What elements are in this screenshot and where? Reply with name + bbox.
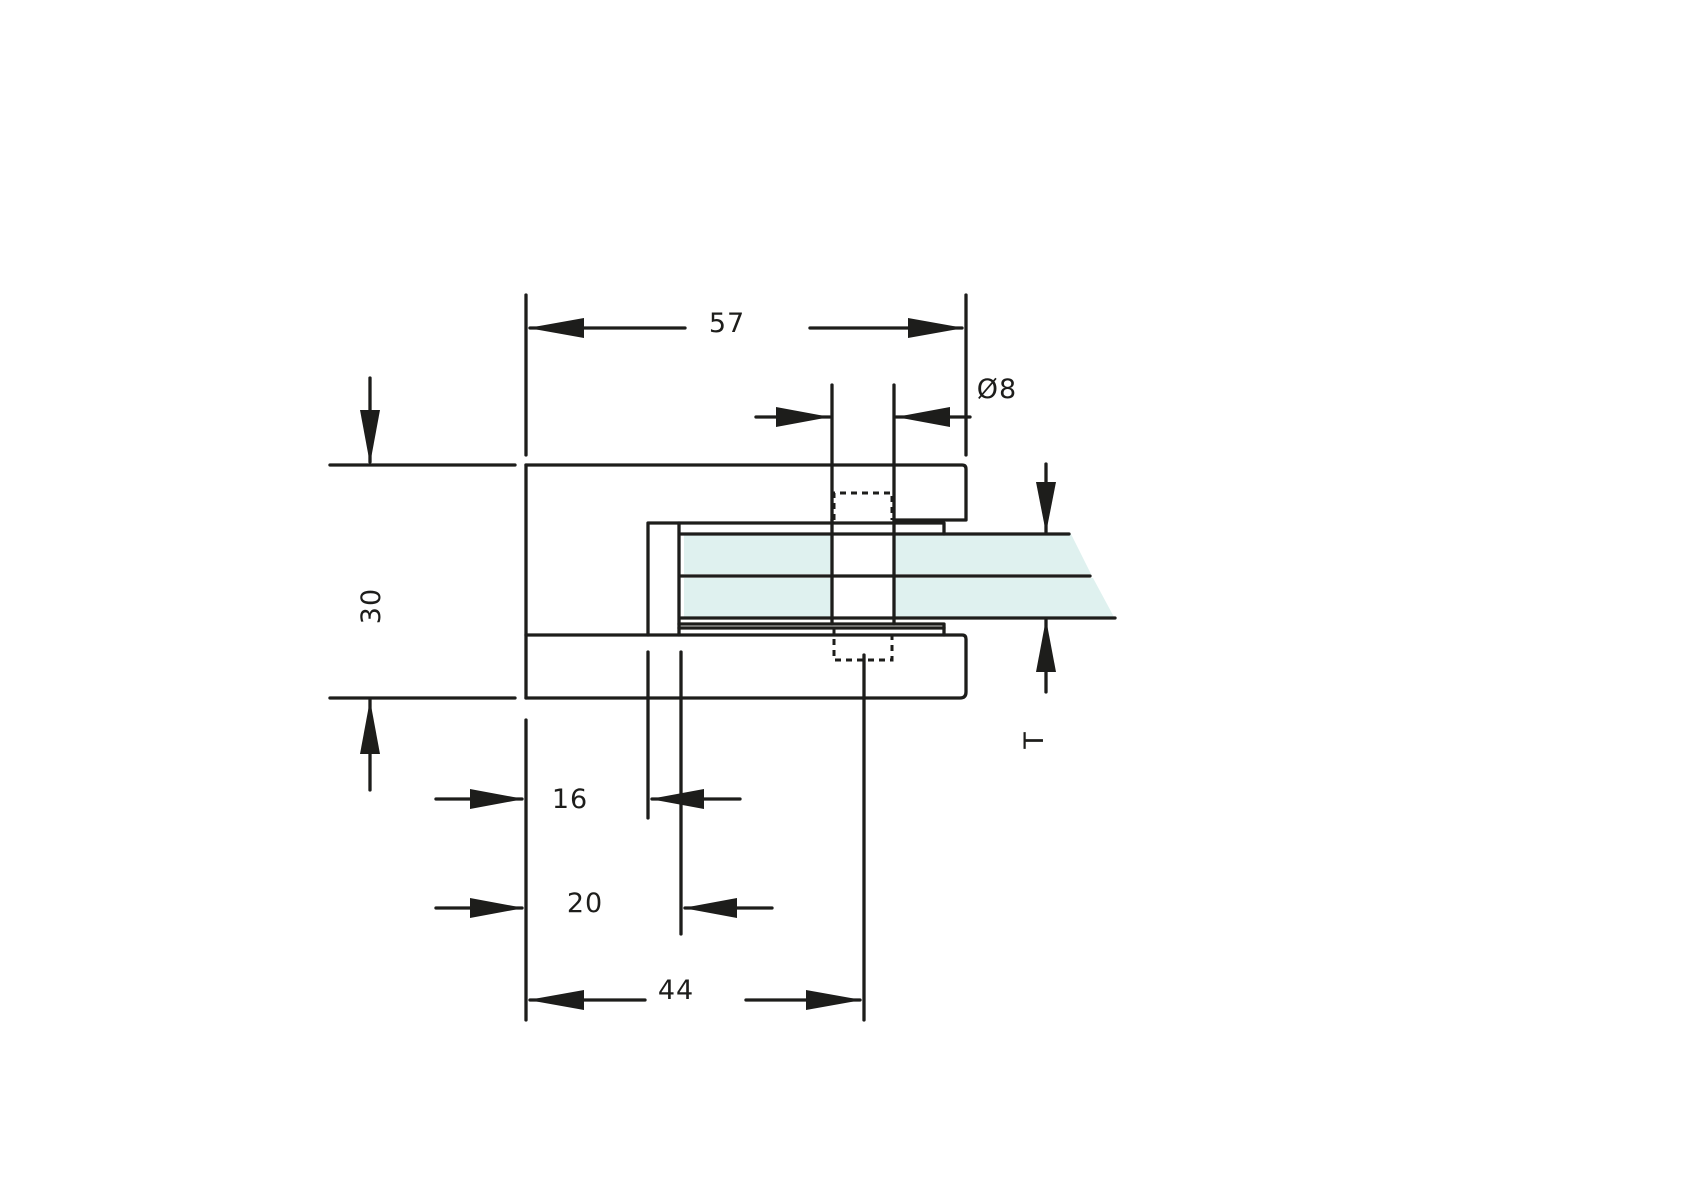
bolt-hidden-upper (832, 491, 894, 520)
dim-16-label: 16 (552, 784, 588, 815)
clamp-upper-jaw (524, 463, 968, 522)
dim-t-arrow-top (1036, 482, 1056, 533)
dim-16-arrow-left (470, 789, 524, 809)
dim-30-arrow-bottom (360, 700, 380, 754)
dim-44-arrow-right (806, 990, 862, 1010)
dim-57-label: 57 (709, 308, 745, 339)
dim-d8-arrow-right (896, 407, 950, 427)
dim-20-arrow-right (683, 898, 737, 918)
bolt-hole (830, 383, 896, 1022)
gasket-lower (677, 622, 946, 637)
clamp-inner-pocket (646, 521, 946, 637)
clamp-lower-jaw (524, 633, 968, 700)
dim-16-arrow-right (650, 789, 704, 809)
dimension-20: 20 (434, 650, 774, 936)
dim-20-label: 20 (567, 888, 603, 919)
dim-30-label: 30 (356, 588, 387, 624)
dimension-30: 30 (328, 376, 517, 792)
dim-t-arrow-bottom (1036, 619, 1056, 672)
dim-d8-label: Ø8 (977, 374, 1017, 405)
dim-57-arrow-left (528, 318, 584, 338)
dim-d8-arrow-left (776, 407, 830, 427)
dim-44-label: 44 (658, 975, 694, 1006)
dim-44-arrow-left (528, 990, 584, 1010)
dim-57-arrow-right (908, 318, 964, 338)
dimension-T: T (1019, 462, 1056, 750)
dim-t-label: T (1019, 731, 1050, 750)
clamp-body (524, 463, 968, 700)
dim-20-arrow-left (470, 898, 524, 918)
dimension-44: 44 (528, 975, 862, 1010)
dim-30-arrow-top (360, 410, 380, 464)
glass-panel (679, 532, 1117, 620)
glass-fill-lower (684, 578, 1114, 617)
dimension-57: 57 (524, 293, 968, 457)
dimension-diameter-8: Ø8 (754, 374, 1017, 427)
dimension-16: 16 (434, 650, 742, 1022)
